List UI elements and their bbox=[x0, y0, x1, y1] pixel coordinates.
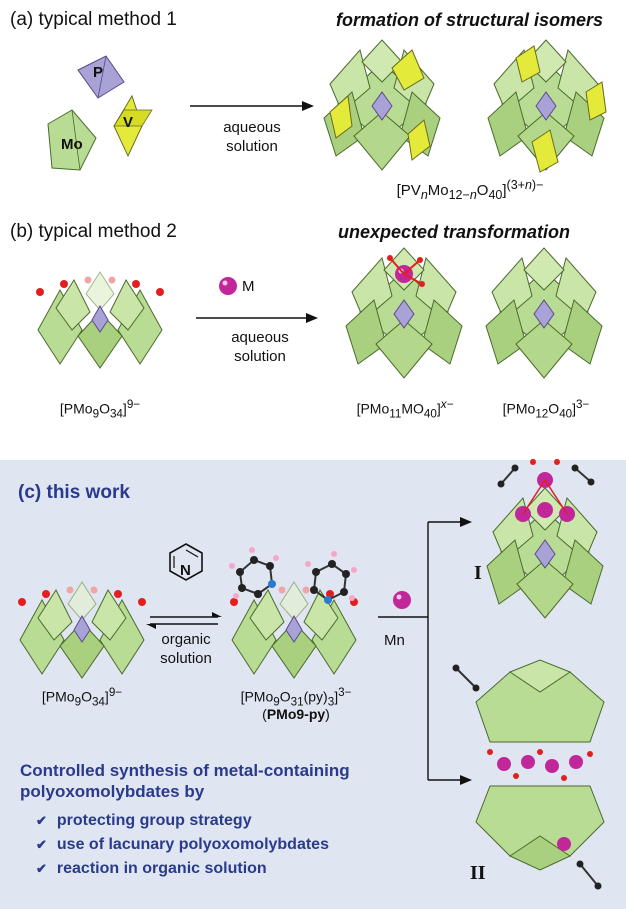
octahedron-v bbox=[113, 94, 153, 158]
summary-line-1: Controlled synthesis of metal-containing bbox=[20, 761, 350, 780]
bullet-text: protecting group strategy bbox=[56, 812, 252, 829]
check-icon: ✔ bbox=[36, 837, 47, 852]
bullet-list: ✔ protecting group strategy ✔ use of lacun… bbox=[36, 812, 329, 878]
product-i-label: I bbox=[474, 562, 482, 584]
unit-mo-label: Mo bbox=[61, 136, 83, 153]
product-b1 bbox=[345, 247, 463, 379]
pyridine-n-label: N bbox=[180, 562, 191, 579]
isomer-1 bbox=[323, 39, 441, 171]
bullet-text: reaction in organic solution bbox=[56, 860, 267, 877]
metal-sphere-b bbox=[219, 277, 237, 295]
panel-b-product2-formula: [PMo12O40]3− bbox=[502, 398, 590, 421]
summary-line-2: polyoxomolybdates by bbox=[20, 782, 205, 801]
panel-c-conditions: organic solution bbox=[136, 630, 236, 668]
panel-a-product-formula: [PVnMo12−nO40](3+n)− bbox=[396, 178, 544, 202]
pmo9-py-name: (PMo9-py) bbox=[262, 706, 330, 722]
reagent-mn-label: Mn bbox=[384, 632, 405, 649]
panel-b-product1-formula: [PMo11MO40]x− bbox=[356, 398, 454, 421]
condition-line-1: aqueous bbox=[223, 119, 281, 136]
bullet-item: ✔ use of lacunary polyoxomolybdates bbox=[36, 836, 329, 854]
product-ii-label: II bbox=[470, 862, 486, 884]
panel-b-label: (b) typical method 2 bbox=[10, 221, 177, 242]
panel-c-label: (c) this work bbox=[18, 482, 130, 503]
bullet-item: ✔ protecting group strategy bbox=[36, 812, 329, 830]
panel-a-conditions: aqueous solution bbox=[196, 118, 308, 156]
product-b2 bbox=[485, 247, 603, 379]
panel-c-intermediate-formula: [PMo9O31(py)3]3− bbox=[240, 686, 352, 709]
lacunary-b bbox=[35, 271, 165, 369]
tetrahedron-p bbox=[77, 55, 125, 99]
arrow-a bbox=[190, 101, 314, 111]
condition-line-1: aqueous bbox=[231, 329, 289, 346]
arrow-b bbox=[196, 313, 318, 323]
bullet-item: ✔ reaction in organic solution bbox=[36, 860, 329, 878]
reagent-m-label: M bbox=[242, 278, 255, 295]
check-icon: ✔ bbox=[36, 861, 47, 876]
panel-a-heading: formation of structural isomers bbox=[336, 10, 604, 30]
condition-line-2: solution bbox=[226, 138, 278, 155]
panel-b-heading: unexpected transformation bbox=[338, 222, 571, 242]
octahedron-mo bbox=[47, 109, 97, 171]
condition-line-1: organic bbox=[161, 631, 211, 648]
panel-c-summary: Controlled synthesis of metal-containing… bbox=[20, 760, 350, 802]
panel-b-reactant-formula: [PMo9O34]9− bbox=[59, 398, 141, 421]
panel-b-conditions: aqueous solution bbox=[204, 328, 316, 366]
isomer-2 bbox=[487, 39, 607, 173]
unit-p-label: P bbox=[93, 64, 104, 81]
panel-a-label: (a) typical method 1 bbox=[10, 9, 177, 30]
bullet-text: use of lacunary polyoxomolybdates bbox=[56, 836, 329, 853]
panel-c-reactant-formula: [PMo9O34]9− bbox=[41, 686, 123, 709]
unit-v-label: V bbox=[123, 114, 134, 131]
check-icon: ✔ bbox=[36, 813, 47, 828]
condition-line-2: solution bbox=[160, 650, 212, 667]
condition-line-2: solution bbox=[234, 348, 286, 365]
